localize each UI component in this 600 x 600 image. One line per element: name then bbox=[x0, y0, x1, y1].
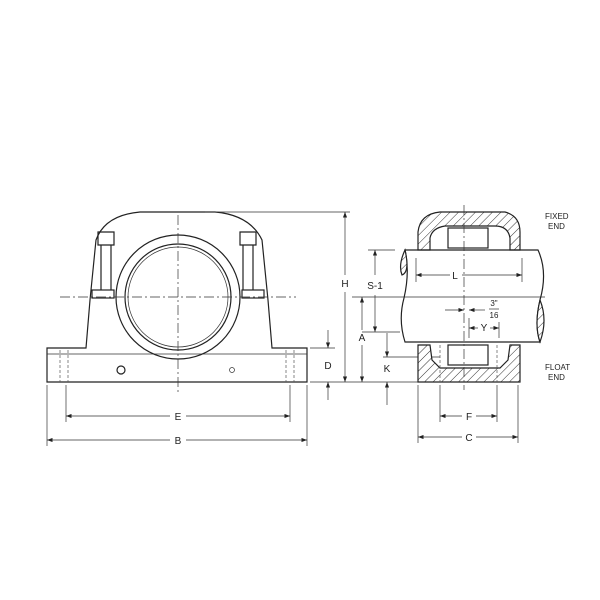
side-view: FIXED END FLOAT END bbox=[399, 205, 570, 390]
fixed-end-label-2: END bbox=[548, 222, 565, 231]
dim-D: D bbox=[324, 361, 331, 372]
grease-fitting bbox=[116, 365, 126, 375]
cap-bolt-left bbox=[97, 231, 115, 290]
parting-right bbox=[241, 289, 265, 299]
front-view bbox=[46, 211, 350, 392]
bearing-bottom bbox=[447, 344, 489, 366]
parting-left bbox=[91, 289, 115, 299]
dim-F: F bbox=[466, 412, 472, 423]
side-dimensions: L 3" 16 Y F C bbox=[415, 258, 523, 444]
base-section bbox=[417, 344, 521, 383]
dim-B: B bbox=[175, 436, 182, 447]
float-end-label-1: FLOAT bbox=[545, 363, 570, 372]
offset-denominator: 16 bbox=[490, 311, 499, 320]
dim-Y: Y bbox=[481, 323, 488, 334]
dim-C: C bbox=[465, 433, 472, 444]
dim-A: A bbox=[359, 333, 366, 344]
dim-K: K bbox=[384, 364, 391, 375]
dim-E: E bbox=[175, 412, 182, 423]
fixed-end-label-1: FIXED bbox=[545, 212, 569, 221]
offset-numerator: 3" bbox=[490, 299, 497, 308]
cap-bolt-right bbox=[239, 231, 257, 290]
dim-S1: S-1 bbox=[367, 281, 383, 292]
float-end-label-2: END bbox=[548, 373, 565, 382]
cap-section bbox=[417, 211, 521, 251]
dim-L: L bbox=[452, 271, 458, 282]
bearing-top bbox=[447, 227, 489, 249]
dim-H: H bbox=[341, 279, 348, 290]
front-dimensions: E B D H S-1 A K bbox=[46, 212, 545, 447]
